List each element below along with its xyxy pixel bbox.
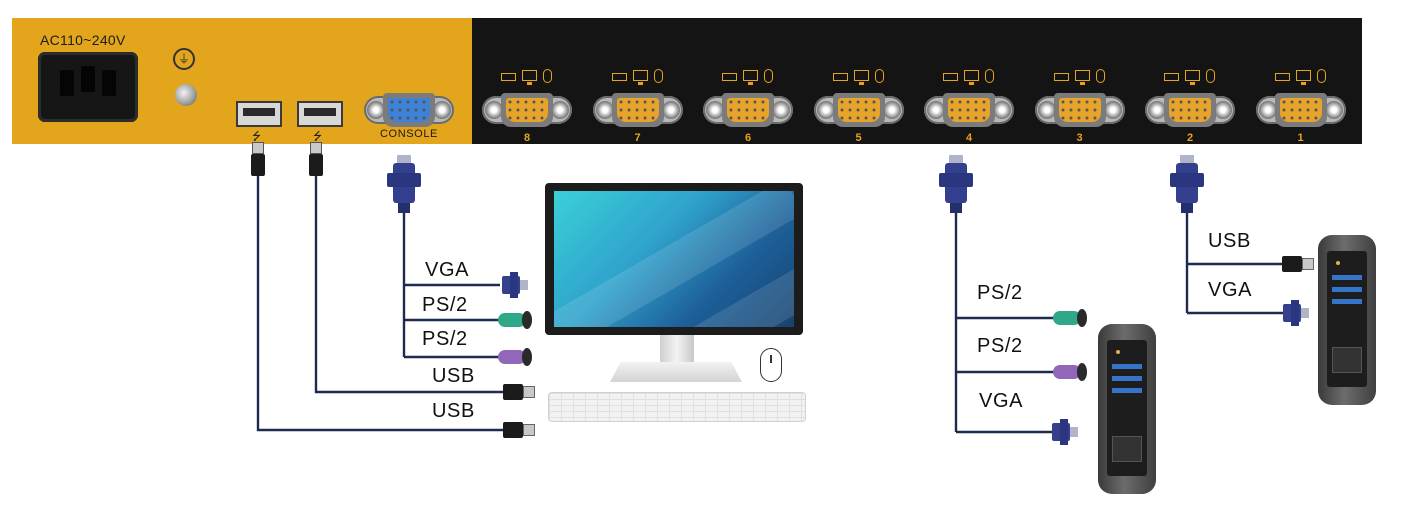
console-usb-end-plug-1[interactable]: [503, 422, 535, 438]
pc-vga-port-5[interactable]: [813, 90, 904, 130]
console-vga-end-plug[interactable]: [502, 272, 528, 298]
console-ps2-green-plug[interactable]: [498, 311, 532, 329]
port2-vga-label: VGA: [1208, 279, 1253, 301]
monitor-icon: [1185, 70, 1200, 85]
port-number-label: 6: [744, 132, 752, 144]
port-number-label: 5: [855, 132, 862, 144]
monitor: [545, 183, 803, 335]
keyboard-icon: [1164, 73, 1179, 81]
mouse-icon: [1316, 69, 1326, 83]
port-number-label: 7: [634, 132, 641, 144]
keyboard-icon: [1274, 73, 1290, 81]
port-number-label: 4: [965, 132, 973, 144]
pc-vga-port-1[interactable]: [1255, 90, 1346, 130]
keyboard: [548, 392, 806, 422]
console-usb-label-1: USB: [432, 400, 475, 422]
port-5-icons: [832, 69, 893, 85]
monitor-base: [610, 362, 742, 382]
port4-vga-plug[interactable]: [939, 155, 973, 213]
usb-plug-2[interactable]: [309, 142, 323, 176]
pc-vga-port-3[interactable]: [1034, 90, 1125, 130]
port-7-icons: [611, 69, 672, 85]
keyboard-icon: [943, 73, 958, 81]
keyboard-icon: [501, 73, 516, 81]
mouse-icon: [1095, 69, 1105, 83]
keyboard-icon: [832, 73, 848, 81]
mouse-icon: [985, 69, 994, 83]
console-usb-end-plug-2[interactable]: [503, 384, 535, 400]
usb-icon: ⭍: [313, 131, 323, 143]
keyboard-icon: [722, 73, 737, 81]
port2-usb-label: USB: [1208, 230, 1251, 252]
usb-console-port-1[interactable]: [236, 101, 282, 127]
port4-vga-end-plug[interactable]: [1052, 419, 1078, 445]
pc-vga-port-4[interactable]: [924, 90, 1014, 130]
port2-vga-plug[interactable]: [1170, 155, 1204, 213]
port-number-label: 1: [1297, 132, 1304, 144]
port-1-icons: [1274, 69, 1335, 85]
mouse: [760, 348, 782, 382]
power-rating-label: AC110~240V: [40, 32, 126, 48]
usb-cable-1: [256, 176, 505, 432]
console-ps2-purple-label: PS/2: [422, 328, 468, 350]
mouse-icon: [543, 69, 552, 83]
ground-icon: ⏚: [173, 48, 195, 70]
keyboard-icon: [611, 73, 627, 81]
console-vga-label: VGA: [425, 259, 470, 281]
port-2-icons: [1164, 69, 1224, 85]
monitor-icon: [853, 70, 869, 85]
port-6-icons: [722, 69, 782, 85]
monitor-icon: [1295, 70, 1311, 85]
port4-ps2-purple-plug[interactable]: [1053, 363, 1087, 381]
monitor-screen: [554, 191, 794, 327]
usb-plug-1[interactable]: [251, 142, 265, 176]
port-number-label: 3: [1076, 132, 1083, 144]
pc-vga-port-7[interactable]: [592, 90, 683, 130]
mouse-icon: [764, 69, 773, 83]
pc-vga-port-6[interactable]: [703, 90, 793, 130]
port4-ps2-green-plug[interactable]: [1053, 309, 1087, 327]
console-ps2-green-label: PS/2: [422, 294, 468, 316]
computer-tower-port4: [1098, 324, 1156, 494]
power-pin: [102, 70, 116, 96]
port2-usb-end-plug[interactable]: [1282, 256, 1314, 272]
console-label: CONSOLE: [380, 128, 438, 140]
console-vga-port[interactable]: [364, 90, 454, 130]
port-4-icons: [943, 69, 1003, 85]
port-8-icons: [501, 69, 561, 85]
port2-vga-end-plug[interactable]: [1283, 300, 1309, 326]
pc-vga-port-8[interactable]: [482, 90, 572, 130]
pc-vga-port-2[interactable]: [1145, 90, 1235, 130]
port4-ps2-purple-label: PS/2: [977, 335, 1023, 357]
monitor-icon: [964, 70, 979, 85]
computer-tower-port2: [1318, 235, 1376, 405]
mouse-icon: [874, 69, 884, 83]
power-pin: [60, 70, 74, 96]
usb-cable-2: [314, 176, 505, 394]
port-3-icons: [1053, 69, 1114, 85]
port-number-label: 8: [523, 132, 531, 144]
monitor-icon: [743, 70, 758, 85]
console-vga-plug[interactable]: [387, 155, 421, 213]
monitor-icon: [1074, 70, 1090, 85]
usb-console-port-2[interactable]: [297, 101, 343, 127]
monitor-icon: [632, 70, 648, 85]
port-number-label: 2: [1186, 132, 1194, 144]
ground-screw: [175, 84, 197, 106]
mouse-icon: [653, 69, 663, 83]
power-inlet[interactable]: [38, 52, 138, 122]
power-pin: [81, 66, 95, 92]
console-ps2-purple-plug[interactable]: [498, 348, 532, 366]
keyboard-icon: [1053, 73, 1069, 81]
monitor-stand: [660, 335, 694, 367]
port4-vga-label: VGA: [979, 390, 1024, 412]
usb-icon: ⭍: [252, 131, 262, 143]
port4-ps2-green-label: PS/2: [977, 282, 1023, 304]
mouse-icon: [1206, 69, 1215, 83]
monitor-icon: [522, 70, 537, 85]
console-usb-label-2: USB: [432, 365, 475, 387]
